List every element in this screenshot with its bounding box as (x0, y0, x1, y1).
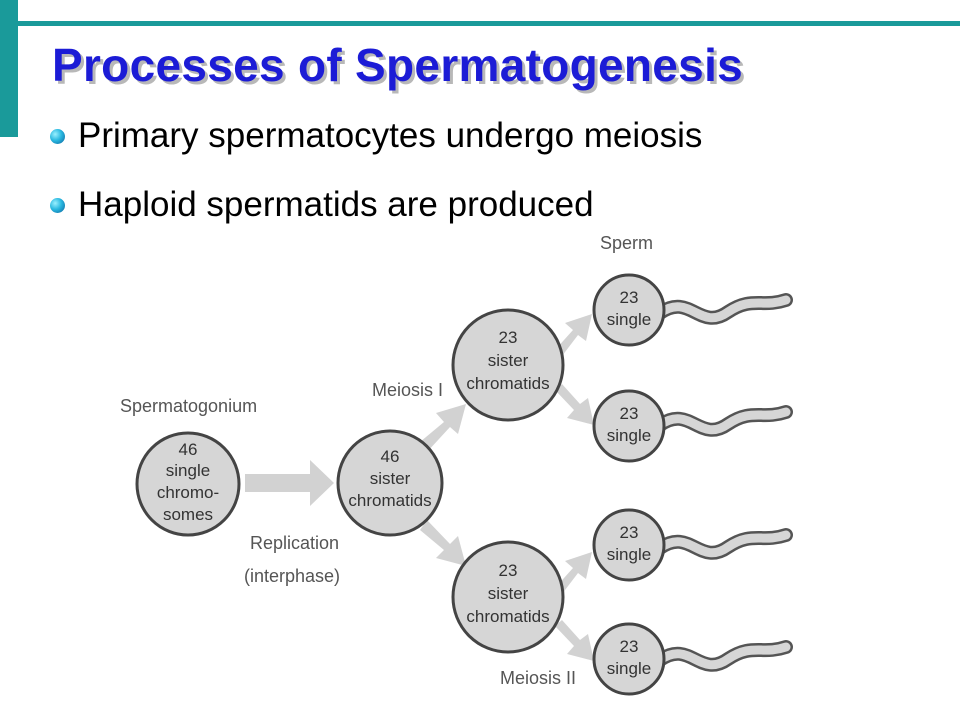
arrow-bottom-to-sperm3 (555, 552, 592, 594)
cells (135, 273, 666, 696)
cell-text: 46 (179, 440, 198, 459)
cell-text: 23 (499, 328, 518, 347)
meiosis1-label: Meiosis I (372, 380, 443, 400)
bullet-text: Haploid spermatids are produced (78, 185, 594, 224)
arrow-top-to-sperm1 (555, 314, 592, 356)
meiosis1-cell-bottom (451, 540, 565, 654)
cell-texts: 46 single chromo- somes 46 sister chroma… (157, 288, 651, 678)
arrow-bottom-to-sperm4 (555, 620, 594, 661)
cell-text: sister (370, 469, 411, 488)
sperm-label: Sperm (600, 233, 653, 253)
sperm-tail-fill (655, 295, 791, 323)
cell-text: sister (488, 584, 529, 603)
arrow-meiosis1-down (420, 520, 466, 566)
sperm-head (592, 508, 666, 582)
cell-text: single (607, 426, 651, 445)
interphase-label: (interphase) (244, 566, 340, 586)
cell-text: single (607, 310, 651, 329)
cell-text: chromatids (466, 374, 549, 393)
arrows (245, 314, 594, 661)
arrow-meiosis1-up (420, 404, 466, 452)
cell-text: 23 (620, 288, 639, 307)
cell-text: 23 (499, 561, 518, 580)
sister-chromatids-cell (336, 429, 444, 537)
cell-text: 46 (381, 447, 400, 466)
arrow-replication (245, 460, 334, 506)
cell-text: 23 (620, 404, 639, 423)
cell-text: chromatids (466, 607, 549, 626)
sperm-head (592, 622, 666, 696)
cell-text: chromatids (348, 491, 431, 510)
slide-title: Processes of Spermatogenesis (52, 39, 744, 91)
sperm-head (592, 273, 666, 347)
accent-bar-left (0, 0, 18, 137)
bullet-item: Haploid spermatids are produced (50, 185, 594, 225)
spermatogonium-label: Spermatogonium (120, 396, 257, 416)
cell-text: single (166, 461, 210, 480)
bullet-item: Primary spermatocytes undergo meiosis (50, 116, 702, 156)
sperm-tails (653, 293, 793, 672)
bullet-dot-icon (50, 197, 65, 213)
replication-label: Replication (250, 533, 339, 553)
sperm-tail-fill (655, 642, 791, 670)
accent-bar-top (18, 21, 960, 26)
cell-text: single (607, 545, 651, 564)
sperm-tails-fill (655, 295, 791, 670)
bullet-text: Primary spermatocytes undergo meiosis (78, 116, 703, 155)
cell-text: sister (488, 351, 529, 370)
meiosis2-label: Meiosis II (500, 668, 576, 688)
sperm-tail-fill (655, 407, 791, 435)
bullet-dot-icon (50, 128, 65, 144)
cell-text: 23 (620, 637, 639, 656)
cell-text: single (607, 659, 651, 678)
sperm-tail-fill (655, 530, 791, 558)
diagram-labels: Sperm Spermatogonium Meiosis I Meiosis I… (120, 233, 653, 688)
cell-text: 23 (620, 523, 639, 542)
spermatogonium-cell (135, 431, 241, 537)
cell-text: chromo- (157, 483, 219, 502)
cell-text: somes (163, 505, 213, 524)
sperm-head (592, 389, 666, 463)
arrow-top-to-sperm2 (555, 384, 594, 425)
meiosis1-cell-top (451, 308, 565, 422)
